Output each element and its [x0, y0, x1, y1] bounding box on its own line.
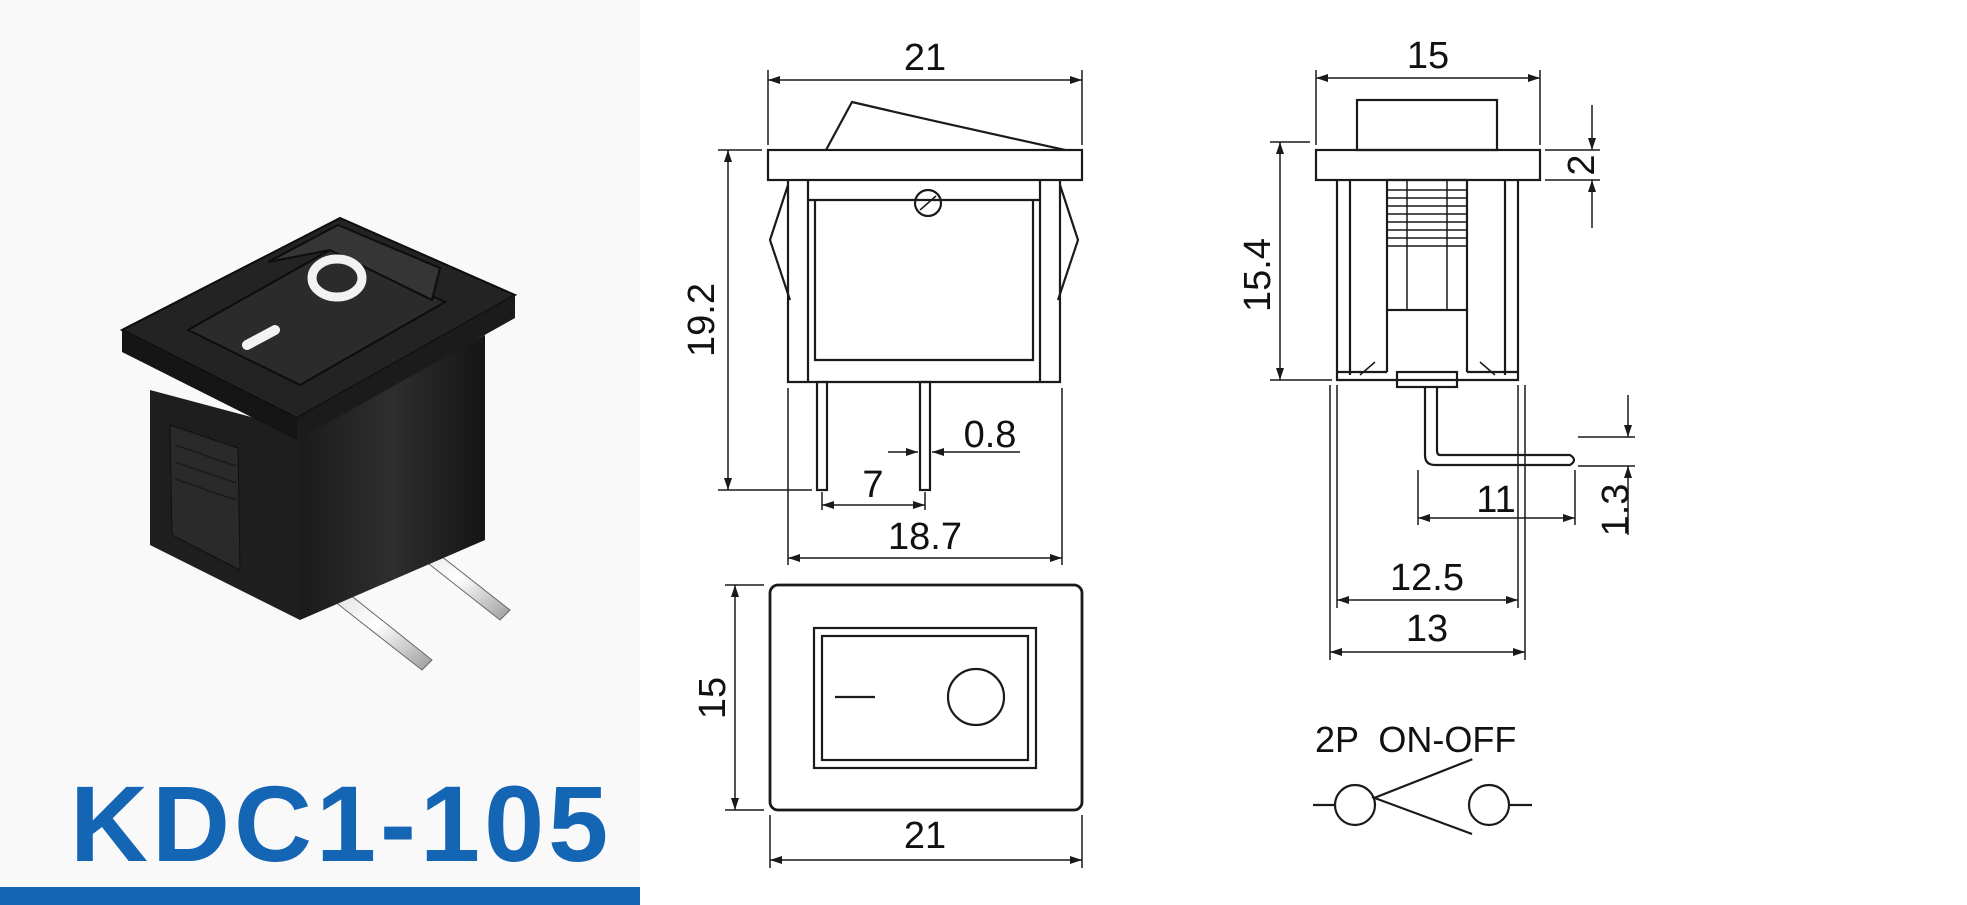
- switch-blade: [1373, 758, 1473, 800]
- dim-side-width-bottom: 18.7: [888, 516, 962, 558]
- dim-top-height: 15: [692, 677, 734, 719]
- dim-end-width-outer: 13: [1406, 608, 1448, 650]
- side-view: 21 19.2 0.8 7 18.7: [681, 37, 1084, 565]
- top-view-off-symbol: [946, 667, 1006, 727]
- rocker-switch-photo: [119, 216, 518, 671]
- dim-top-width: 21: [904, 815, 946, 857]
- dim-end-width-top: 15: [1407, 35, 1449, 77]
- dim-end-width-inner: 12.5: [1390, 557, 1464, 599]
- dim-side-width-top: 21: [904, 37, 946, 79]
- title-underline-bar: [0, 887, 640, 905]
- dim-end-rocker-height: 2: [1561, 154, 1603, 175]
- top-view: 15 21: [692, 583, 1084, 868]
- dim-end-height: 15.4: [1237, 238, 1279, 312]
- schematic-label: 2P ON-OFF: [1315, 719, 1516, 760]
- dim-pin-thickness: 0.8: [964, 414, 1017, 456]
- on-symbol: [242, 325, 280, 350]
- dim-side-height: 19.2: [681, 283, 723, 357]
- contact-right: [1467, 783, 1511, 827]
- dim-pin-spacing: 7: [862, 464, 883, 506]
- off-symbol: [307, 254, 367, 302]
- model-title: KDC1-105: [70, 763, 613, 884]
- dim-terminal-length: 11: [1476, 479, 1515, 521]
- contact-left: [1333, 783, 1377, 827]
- dim-terminal-drop: 1.3: [1595, 484, 1637, 537]
- end-view: 15 2 15.4 11 1.3 12.5 13: [1237, 35, 1637, 660]
- switch-schematic: 2P ON-OFF: [1313, 719, 1532, 836]
